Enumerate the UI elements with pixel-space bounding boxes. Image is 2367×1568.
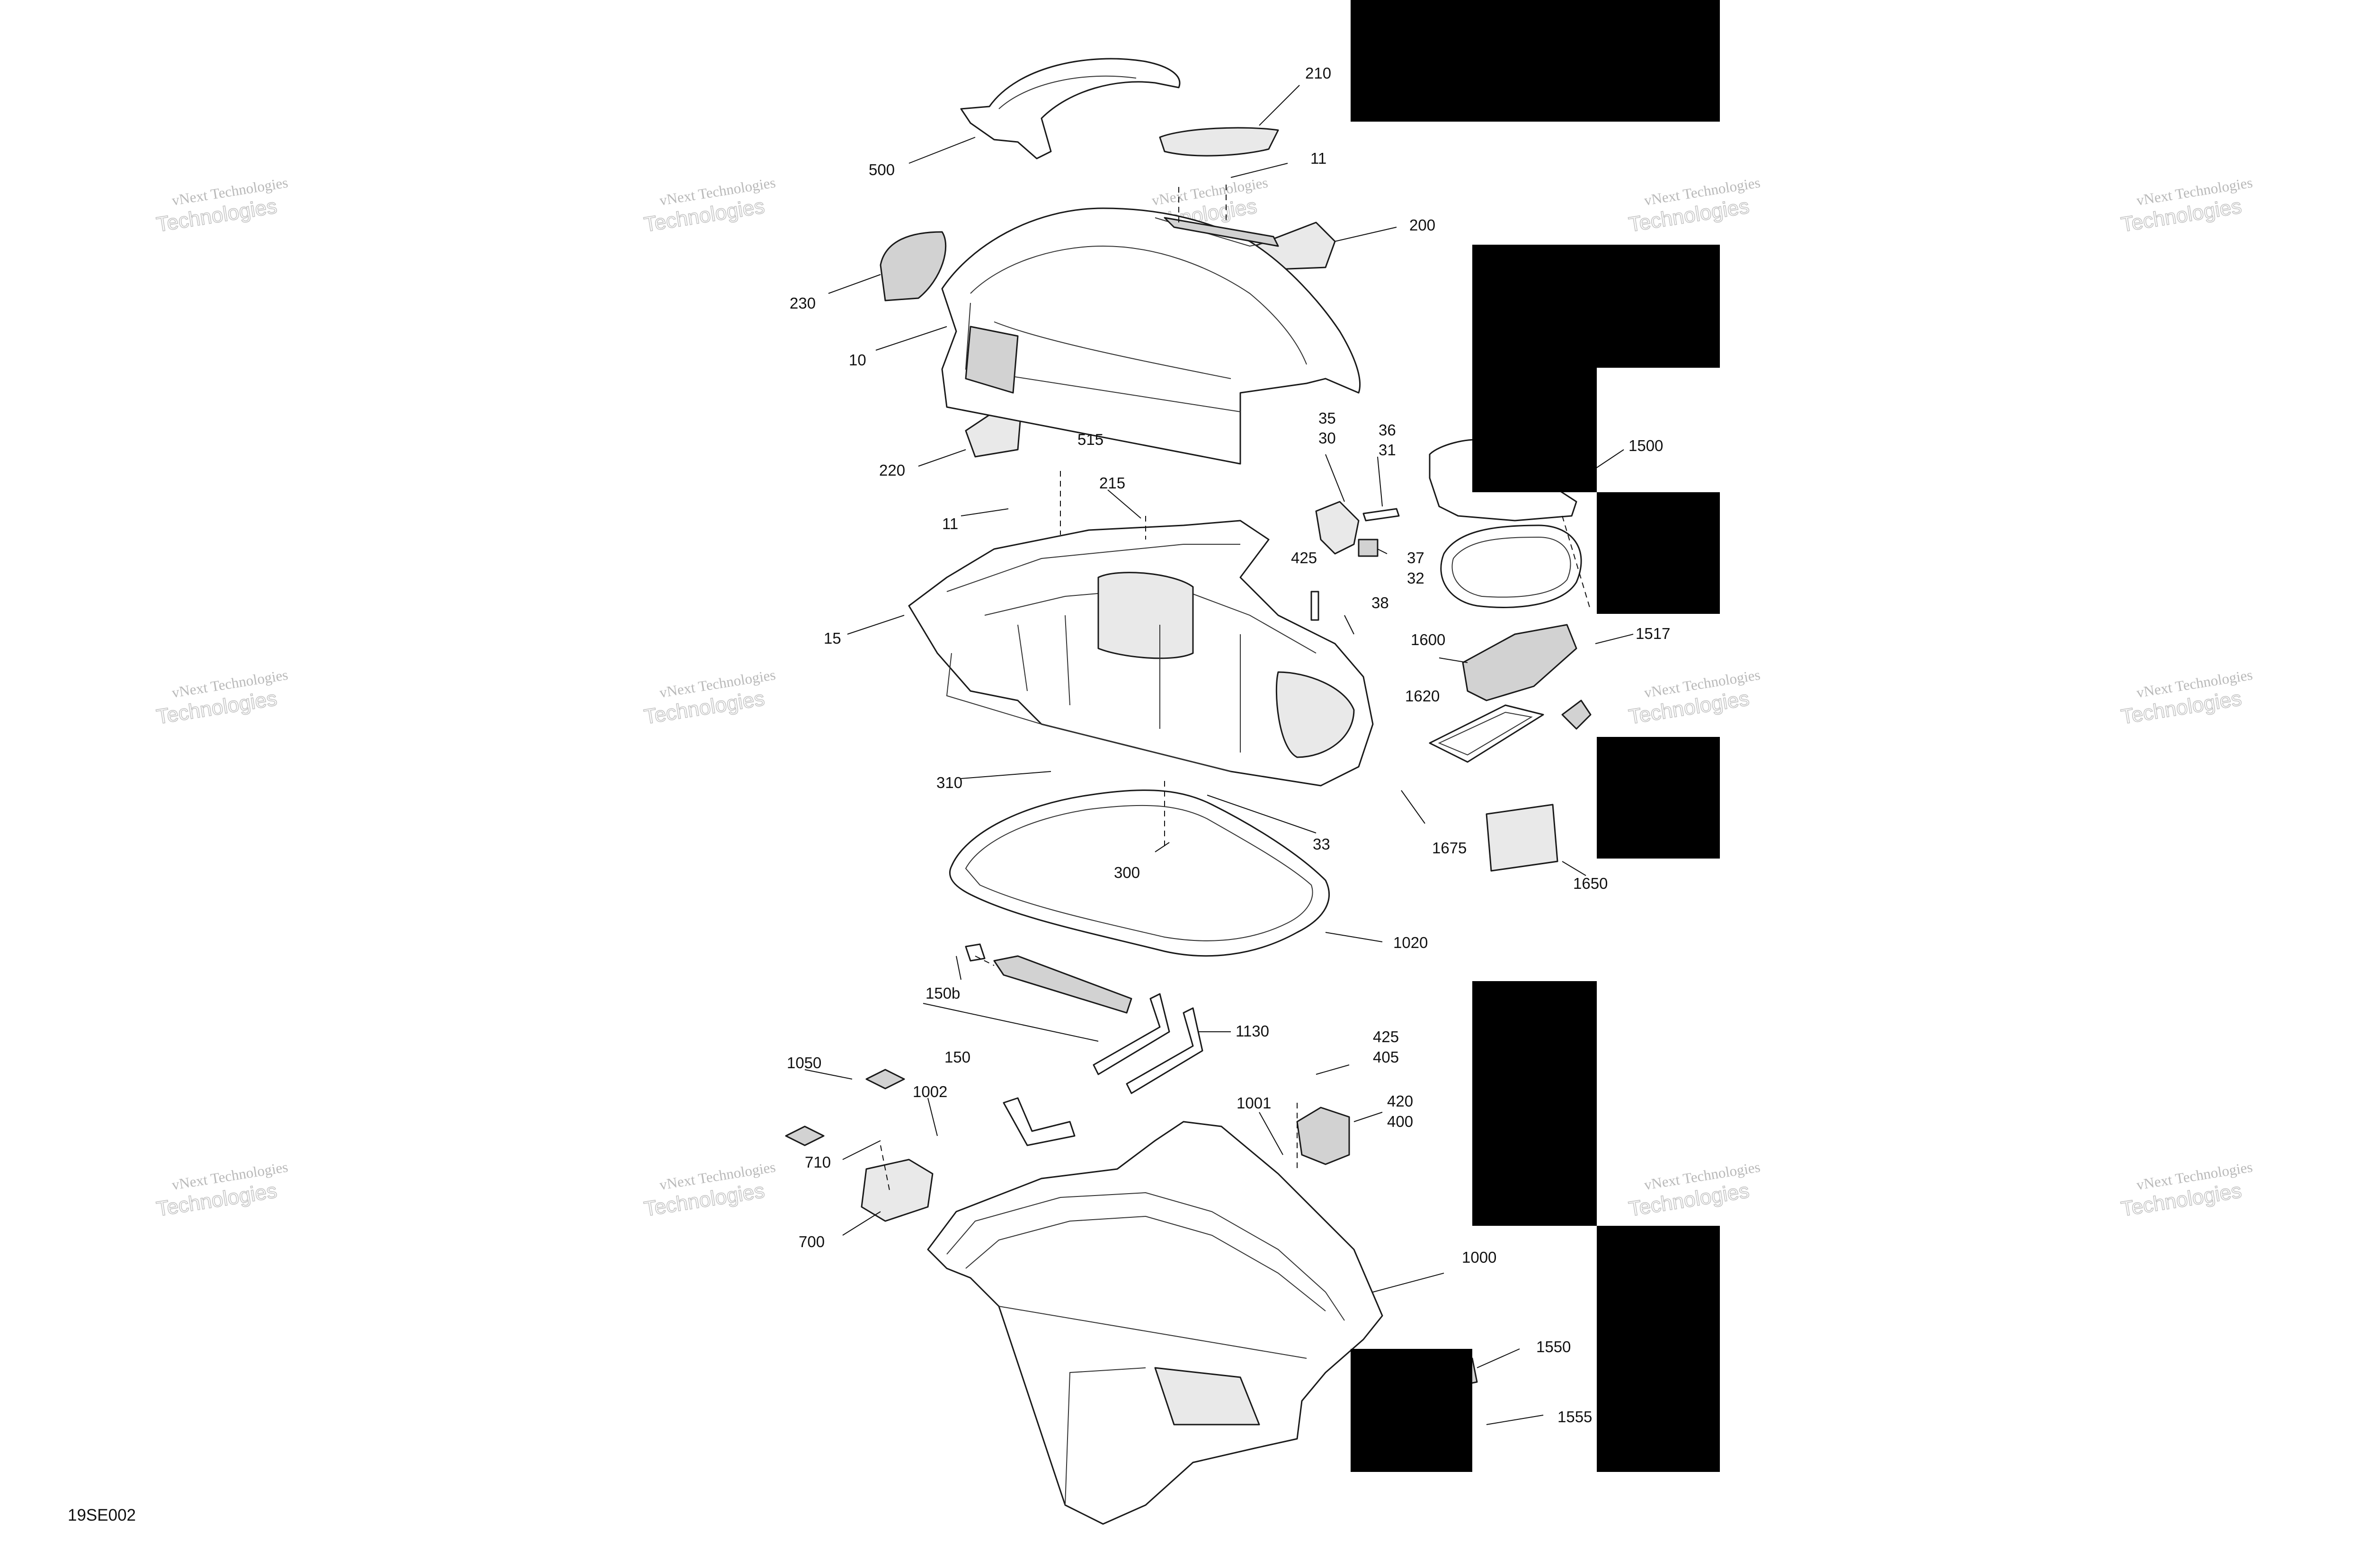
part-425-screw bbox=[1310, 591, 1319, 621]
redaction-block bbox=[1472, 368, 1597, 492]
callout-33: 33 bbox=[1313, 835, 1330, 853]
part-37-spring bbox=[1358, 539, 1379, 557]
part-150b-end bbox=[965, 943, 986, 962]
callout-1500: 1500 bbox=[1628, 437, 1663, 454]
part-1050-bracket bbox=[785, 1125, 825, 1146]
part-210-insert bbox=[1159, 127, 1279, 157]
redaction-block bbox=[1351, 0, 1720, 122]
callout-1130: 1130 bbox=[1236, 1022, 1269, 1040]
part-1020-seal bbox=[949, 789, 1330, 957]
callout-220: 220 bbox=[879, 461, 905, 479]
callout-1002: 1002 bbox=[913, 1083, 947, 1100]
callout-150b: 150b bbox=[925, 984, 960, 1002]
part-150-strut bbox=[993, 955, 1132, 1014]
part-1000-tub bbox=[927, 1121, 1383, 1525]
callout-1020: 1020 bbox=[1393, 934, 1428, 951]
callout-425: 425 bbox=[1373, 1028, 1399, 1045]
callout-300: 300 bbox=[1114, 864, 1140, 881]
redaction-blocks bbox=[1351, 0, 1720, 1472]
callout-1675: 1675 bbox=[1432, 839, 1467, 857]
callout-1000: 1000 bbox=[1462, 1249, 1496, 1266]
part-1600-module bbox=[1462, 624, 1577, 701]
part-1517-clip bbox=[1561, 700, 1592, 730]
part-700-box bbox=[861, 1159, 934, 1222]
callout-35: 35 bbox=[1318, 409, 1336, 427]
part-1130-strap bbox=[1093, 993, 1170, 1075]
callout-31: 31 bbox=[1379, 441, 1396, 459]
callout-1050: 1050 bbox=[787, 1054, 821, 1072]
leader-lines bbox=[804, 85, 1634, 1425]
callout-30: 30 bbox=[1318, 429, 1336, 447]
part-500-cover bbox=[960, 58, 1181, 159]
part-1500-ring bbox=[1440, 524, 1582, 608]
callout-37: 37 bbox=[1407, 549, 1424, 567]
part-230-side-panel bbox=[880, 231, 947, 301]
callout-1650: 1650 bbox=[1573, 875, 1608, 892]
part-1650-filter bbox=[1486, 804, 1558, 872]
callout-425: 425 bbox=[1291, 549, 1317, 567]
callout-515: 515 bbox=[1077, 431, 1103, 448]
diagram-code: 19SE002 bbox=[68, 1506, 136, 1524]
callout-1517: 1517 bbox=[1636, 625, 1670, 642]
part-10-upper-frame bbox=[941, 207, 1361, 465]
part-1620-gasket bbox=[1429, 704, 1544, 763]
part-420-bracket bbox=[1296, 1107, 1350, 1165]
callout-1550: 1550 bbox=[1536, 1338, 1571, 1355]
callout-210: 210 bbox=[1305, 64, 1331, 82]
callout-1001: 1001 bbox=[1237, 1094, 1271, 1112]
callout-215: 215 bbox=[1099, 474, 1125, 492]
callout-36: 36 bbox=[1379, 421, 1396, 439]
redaction-block bbox=[1597, 1226, 1720, 1472]
callout-labels: 210 500 11 200 230 10 220 515 11 215 35 … bbox=[787, 64, 1670, 1426]
callout-1620: 1620 bbox=[1405, 687, 1440, 705]
callout-230: 230 bbox=[790, 294, 816, 312]
redaction-block bbox=[1597, 492, 1720, 614]
redaction-block bbox=[1472, 981, 1597, 1226]
part-15-chassis bbox=[908, 520, 1374, 787]
redaction-block bbox=[1597, 737, 1720, 859]
redaction-block bbox=[1472, 245, 1720, 368]
callout-500: 500 bbox=[869, 161, 895, 178]
callout-10: 10 bbox=[849, 351, 866, 369]
callout-700: 700 bbox=[799, 1233, 825, 1250]
callout-420: 420 bbox=[1387, 1092, 1413, 1110]
redaction-block bbox=[1351, 1349, 1472, 1472]
part-35-latch bbox=[1315, 501, 1360, 555]
callout-400: 400 bbox=[1387, 1113, 1413, 1130]
callout-150: 150 bbox=[944, 1048, 970, 1066]
callout-15: 15 bbox=[824, 629, 841, 647]
part-36-bolt bbox=[1362, 508, 1400, 522]
callout-11: 11 bbox=[942, 515, 958, 532]
callout-1555: 1555 bbox=[1557, 1408, 1592, 1426]
callout-38: 38 bbox=[1371, 594, 1389, 611]
callout-710: 710 bbox=[805, 1153, 831, 1171]
callout-200: 200 bbox=[1409, 216, 1435, 234]
callout-1600: 1600 bbox=[1411, 631, 1445, 648]
callout-405: 405 bbox=[1373, 1048, 1399, 1066]
callout-32: 32 bbox=[1407, 569, 1424, 587]
callout-11: 11 bbox=[1310, 150, 1326, 167]
callout-310: 310 bbox=[936, 774, 962, 791]
